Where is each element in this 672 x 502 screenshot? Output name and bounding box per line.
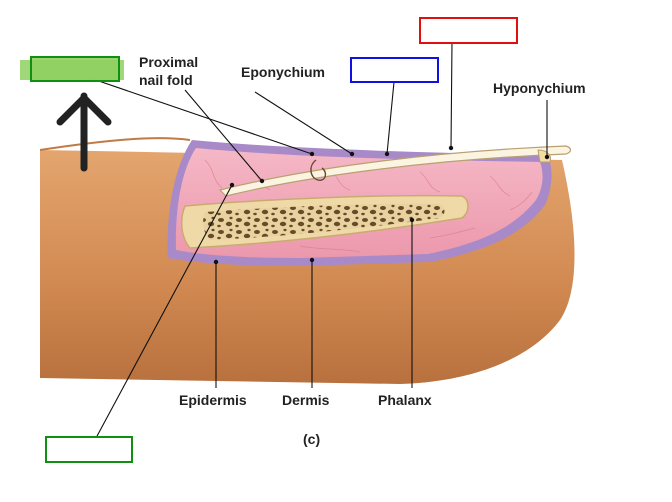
- leader-blue-box: [386, 81, 395, 155]
- label-epidermis: Epidermis: [179, 392, 247, 408]
- red-answer-box[interactable]: [419, 17, 518, 44]
- nail-fold-curl: [310, 159, 327, 181]
- label-dermis: Dermis: [282, 392, 330, 408]
- leader-proximal-nail-fold: [184, 89, 263, 182]
- blue-answer-box[interactable]: [350, 57, 439, 83]
- label-hyponychium: Hyponychium: [493, 80, 586, 96]
- nail-plate: [218, 145, 572, 197]
- finger-top-edge: [39, 137, 191, 151]
- bottom-green-answer-box[interactable]: [45, 436, 133, 463]
- top-left-green-answer-box[interactable]: [30, 56, 120, 82]
- label-proximal-nail-fold-line1: Proximal: [139, 54, 199, 70]
- up-arrow-icon: [56, 92, 112, 172]
- leader-eponychium: [254, 91, 353, 155]
- phalanx-spongy: [203, 203, 445, 240]
- panel-label: (c): [303, 431, 321, 447]
- label-eponychium: Eponychium: [241, 64, 326, 80]
- leader-lines: [89, 41, 548, 439]
- label-phalanx: Phalanx: [378, 392, 432, 408]
- leader-red-box: [450, 41, 453, 149]
- leader-dots: [213, 145, 550, 265]
- leader-top-green-box: [89, 77, 313, 155]
- leader-bottom-green-box: [95, 184, 233, 439]
- label-proximal-nail-fold-line2: nail fold: [139, 72, 193, 88]
